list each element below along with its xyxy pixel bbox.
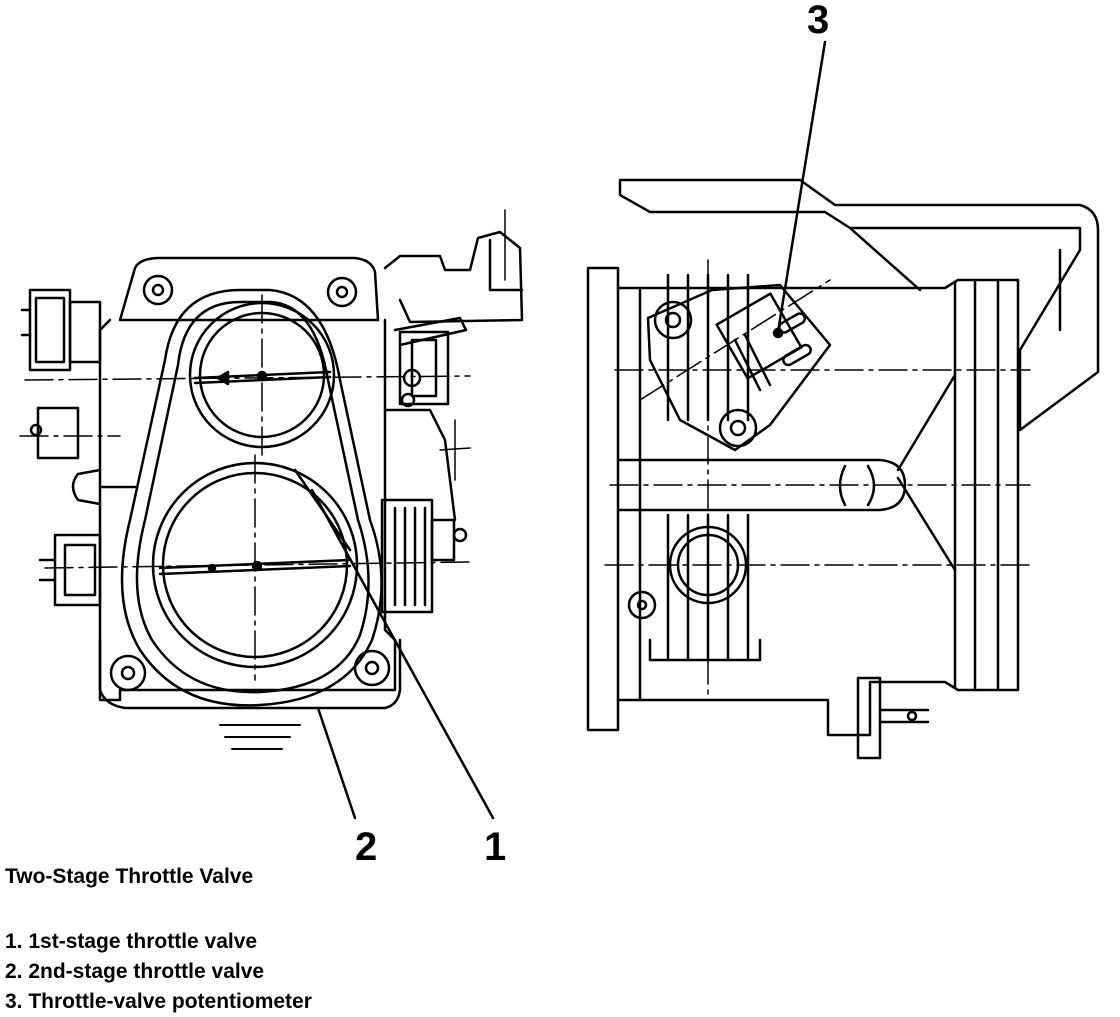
top-left-bolt-hole bbox=[142, 274, 174, 306]
throttle-valve-potentiometer bbox=[646, 283, 832, 452]
leader-lines bbox=[310, 40, 827, 820]
callout-1: 1 bbox=[484, 825, 507, 869]
side-fitting bbox=[71, 468, 102, 506]
bottom-flange bbox=[98, 638, 402, 710]
top-flange bbox=[118, 256, 380, 322]
throttle-body-side-view bbox=[586, 178, 1100, 760]
bottom-connector bbox=[856, 676, 930, 760]
bottom-right-bolt-hole bbox=[353, 649, 391, 687]
bottom-left-bolt-hole bbox=[109, 654, 147, 692]
legend-item: 3. Throttle-valve potentiometer bbox=[5, 990, 312, 1013]
callout-2: 2 bbox=[355, 825, 378, 869]
figure-title: Two-Stage Throttle Valve bbox=[5, 865, 254, 888]
throttle-body-front-view bbox=[19, 209, 524, 750]
throttle-linkage bbox=[380, 209, 524, 614]
callout-3: 3 bbox=[807, 0, 830, 42]
legend-item: 1. 1st-stage throttle valve bbox=[5, 930, 258, 953]
side-body-outline bbox=[586, 266, 1020, 737]
leader-line-2 bbox=[316, 706, 357, 820]
leader-line-1 bbox=[310, 488, 495, 820]
housing-outline bbox=[98, 318, 397, 702]
legend-item: 2. 2nd-stage throttle valve bbox=[5, 960, 265, 983]
left-connector bbox=[20, 288, 102, 460]
top-right-bolt-hole bbox=[326, 276, 358, 308]
leader-line-3 bbox=[776, 40, 827, 334]
legend-list: 1. 1st-stage throttle valve 2. 2nd-stage… bbox=[5, 927, 312, 1017]
idle-actuator bbox=[38, 533, 102, 607]
gasket-outline bbox=[120, 288, 383, 707]
top-shroud bbox=[618, 178, 1100, 432]
